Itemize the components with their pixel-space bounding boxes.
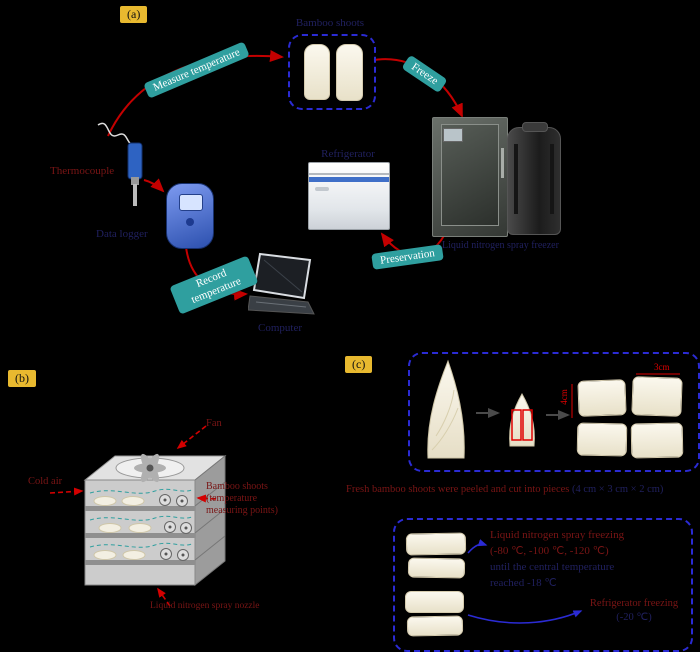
- refrigerator-lid: [309, 173, 389, 175]
- thermocouple-label: Thermocouple: [50, 165, 115, 177]
- whole-bamboo-icon: [427, 359, 465, 459]
- refrigerator-icon: [308, 162, 390, 230]
- panel-b-tag: (b): [8, 370, 36, 387]
- data-logger-button: [186, 218, 194, 226]
- bamboo-half-left: [304, 44, 330, 100]
- refrigerator-freezing-line2: (-20 ℃): [616, 612, 652, 623]
- cold-air-label: Cold air: [28, 476, 63, 487]
- cut-arrow-1: [476, 408, 500, 418]
- dimension-3cm-line: [636, 373, 680, 375]
- ln-freezing-text: Liquid nitrogen spray freezing (-80 ℃, -…: [490, 527, 624, 591]
- fan-label: Fan: [206, 418, 222, 429]
- shoots-label-line1: Bamboo shoots: [206, 481, 268, 492]
- shoots-label-line2: (temperature: [206, 493, 258, 504]
- freezer-schematic: [49, 425, 227, 607]
- spray-nozzle-label: Liquid nitrogen spray nozzle: [150, 601, 260, 611]
- refrigerator-freezing-text: Refrigerator freezing (-20 ℃): [582, 597, 686, 625]
- refrigerator-label: Refrigerator: [321, 148, 375, 160]
- bamboo-piece: [631, 376, 683, 417]
- panel-c-tag: (c): [345, 356, 373, 373]
- shoots-label-line3: measuring points): [206, 505, 278, 516]
- ln-dewar-icon: [507, 122, 561, 235]
- cutting-caption: Fresh bamboo shoots were peeled and cut …: [346, 484, 663, 495]
- ln-dewar-rail-left: [514, 144, 518, 214]
- shelf-items: [93, 494, 192, 561]
- thermocouple-icon: [97, 122, 143, 206]
- cut-piece-icon: [509, 392, 535, 447]
- data-logger-icon: [166, 183, 214, 249]
- treatment-arrows: [467, 539, 583, 624]
- ln-freezer-window: [443, 128, 463, 142]
- ln-freezer-label: Liquid nitrogen spray freezer: [442, 240, 559, 251]
- bamboo-shoots-points-label: Bamboo shoots (temperature measuring poi…: [206, 481, 278, 517]
- refrigerator-stripe: [309, 177, 389, 182]
- bamboo-shoots-box: [288, 34, 376, 110]
- dimension-4cm: 4cm: [558, 389, 569, 405]
- ln-freezer-cabinet-icon: [432, 117, 508, 237]
- data-logger-label: Data logger: [96, 228, 148, 240]
- computer-label: Computer: [258, 322, 302, 334]
- bamboo-shoots-label: Bamboo shoots: [295, 17, 365, 29]
- dimension-4cm-line: [571, 384, 573, 418]
- ln-dewar-cap: [522, 122, 548, 132]
- cut-line-left: [511, 409, 522, 441]
- bamboo-piece: [577, 379, 627, 417]
- cut-line-right: [522, 409, 533, 441]
- ln-freezing-line2: (-80 ℃, -100 ℃, -120 ℃): [490, 545, 609, 557]
- caption-part1: Fresh bamboo shoots were peeled and cut …: [346, 484, 570, 495]
- panel-a-tag: (a): [120, 6, 148, 23]
- laptop-icon: [248, 252, 315, 315]
- dimension-3cm: 3cm: [654, 362, 670, 372]
- ln-freezing-line1: Liquid nitrogen spray freezing: [490, 529, 625, 541]
- cutting-box: [408, 352, 700, 472]
- ln-freezer-handle: [501, 148, 504, 178]
- treatment-box: [393, 518, 693, 652]
- cut-arrow-2: [546, 410, 570, 420]
- refrigerator-freezing-line1: Refrigerator freezing: [589, 598, 679, 609]
- ln-dewar-rail-right: [550, 144, 554, 214]
- caption-part2: (4 cm × 3 cm × 2 cm): [569, 484, 664, 495]
- bamboo-piece: [405, 591, 464, 613]
- bamboo-piece: [630, 422, 684, 459]
- data-logger-screen: [179, 194, 203, 211]
- bamboo-piece: [576, 422, 628, 457]
- refrigerator-logo: [315, 187, 329, 191]
- ln-freezing-line4: reached -18 ℃: [490, 577, 557, 589]
- bamboo-half-right: [336, 44, 363, 101]
- ln-freezing-line3: until the central temperature: [490, 561, 615, 573]
